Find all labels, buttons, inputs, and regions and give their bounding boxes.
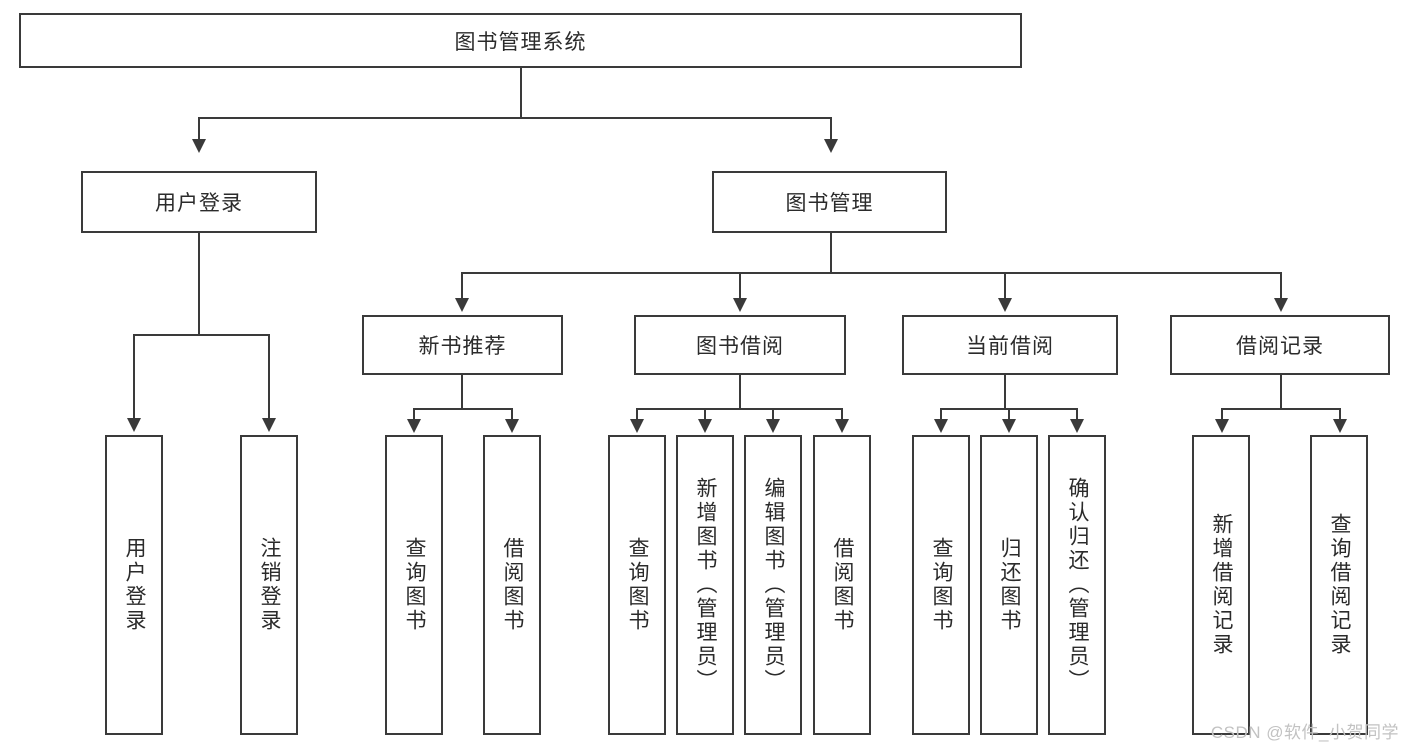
arrow-cb-leaf1 [1002,419,1016,433]
connector-br-leaf1 [1339,408,1341,420]
arrow-to-new-book-rec [455,298,469,312]
connector-bb-leaf1 [704,408,706,420]
connector-nbr-leaf0 [413,408,415,420]
leaf-nbr-query-book[interactable]: 查询图书 [385,435,443,735]
connector-bb-bar [636,408,843,410]
connector-cb-leaf0 [940,408,942,420]
connector-br-bar [1221,408,1341,410]
node-label: 当前借阅 [966,335,1054,358]
leaf-user-login[interactable]: 用户登录 [105,435,163,735]
connector-user-login-leaf1 [268,334,270,419]
arrow-br-leaf0 [1215,419,1229,433]
arrow-to-borrow-record [1274,298,1288,312]
connector-user-login-bar [133,334,269,336]
arrow-to-book-mgmt [824,139,838,153]
node-label: 查询图书 [403,537,426,633]
arrow-bb-leaf0 [630,419,644,433]
arrow-bb-leaf1 [698,419,712,433]
arrow-user-login-leaf1 [262,418,276,432]
arrow-to-current-borrow [998,298,1012,312]
connector-root-to-book-mgmt [830,117,832,140]
node-user-login[interactable]: 用户登录 [81,171,317,233]
connector-nbr-bar [413,408,512,410]
connector-bb-stem [739,375,741,409]
node-label: 查询图书 [930,537,953,633]
leaf-bb-edit-book-admin[interactable]: 编辑图书（管理员） [744,435,802,735]
node-new-book-recommend[interactable]: 新书推荐 [362,315,563,375]
leaf-br-add-record[interactable]: 新增借阅记录 [1192,435,1250,735]
leaf-cb-confirm-return-admin[interactable]: 确认归还（管理员） [1048,435,1106,735]
node-label: 借阅记录 [1236,335,1324,358]
node-label: 查询图书 [626,537,649,633]
connector-bm-to-book-borrow [739,272,741,299]
node-current-borrow[interactable]: 当前借阅 [902,315,1118,375]
node-book-borrow[interactable]: 图书借阅 [634,315,846,375]
node-label: 注销登录 [258,537,281,633]
arrow-nbr-leaf1 [505,419,519,433]
connector-book-mgmt-bar [461,272,1281,274]
connector-root-to-user-login [198,117,200,140]
connector-user-login-leaf0 [133,334,135,419]
node-label: 新增图书（管理员） [694,477,717,693]
connector-bb-leaf2 [772,408,774,420]
connector-nbr-stem [461,375,463,409]
node-label: 归还图书 [998,537,1021,633]
arrow-br-leaf1 [1333,419,1347,433]
node-label: 编辑图书（管理员） [762,477,785,693]
connector-book-mgmt-stem [830,233,832,273]
connector-bb-leaf0 [636,408,638,420]
arrow-cb-leaf0 [934,419,948,433]
node-label: 借阅图书 [831,537,854,633]
arrow-nbr-leaf0 [407,419,421,433]
connector-bb-leaf3 [841,408,843,420]
node-book-management[interactable]: 图书管理 [712,171,947,233]
leaf-br-query-record[interactable]: 查询借阅记录 [1310,435,1368,735]
arrow-to-book-borrow [733,298,747,312]
leaf-nbr-borrow-book[interactable]: 借阅图书 [483,435,541,735]
arrow-to-user-login [192,139,206,153]
node-borrow-record[interactable]: 借阅记录 [1170,315,1390,375]
leaf-bb-query-book[interactable]: 查询图书 [608,435,666,735]
connector-br-leaf0 [1221,408,1223,420]
connector-root-bar [198,117,832,119]
leaf-bb-borrow-book[interactable]: 借阅图书 [813,435,871,735]
node-label: 用户登录 [123,537,146,633]
connector-cb-stem [1004,375,1006,409]
node-label: 查询借阅记录 [1328,513,1351,657]
connector-br-stem [1280,375,1282,409]
connector-bm-to-borrow-record [1280,272,1282,299]
leaf-bb-add-book-admin[interactable]: 新增图书（管理员） [676,435,734,735]
node-label: 用户登录 [155,192,243,215]
node-label: 确认归还（管理员） [1066,477,1089,693]
leaf-cb-query-book[interactable]: 查询图书 [912,435,970,735]
connector-cb-leaf1 [1008,408,1010,420]
csdn-watermark: CSDN @软件_小贺同学 [1210,723,1399,742]
arrow-user-login-leaf0 [127,418,141,432]
node-root-system[interactable]: 图书管理系统 [19,13,1022,68]
connector-user-login-stem [198,233,200,335]
connector-root-stem [520,68,522,118]
leaf-logout-login[interactable]: 注销登录 [240,435,298,735]
node-label: 图书管理系统 [454,30,587,54]
arrow-cb-leaf2 [1070,419,1084,433]
connector-cb-leaf2 [1076,408,1078,420]
node-label: 借阅图书 [501,537,524,633]
arrow-bb-leaf3 [835,419,849,433]
node-label: 新增借阅记录 [1210,513,1233,657]
connector-nbr-leaf1 [511,408,513,420]
node-label: 图书借阅 [696,335,784,358]
node-label: 图书管理 [785,192,874,215]
connector-bm-to-new-book [461,272,463,299]
leaf-cb-return-book[interactable]: 归还图书 [980,435,1038,735]
arrow-bb-leaf2 [766,419,780,433]
connector-bm-to-current-borrow [1004,272,1006,299]
node-label: 新书推荐 [418,335,507,358]
